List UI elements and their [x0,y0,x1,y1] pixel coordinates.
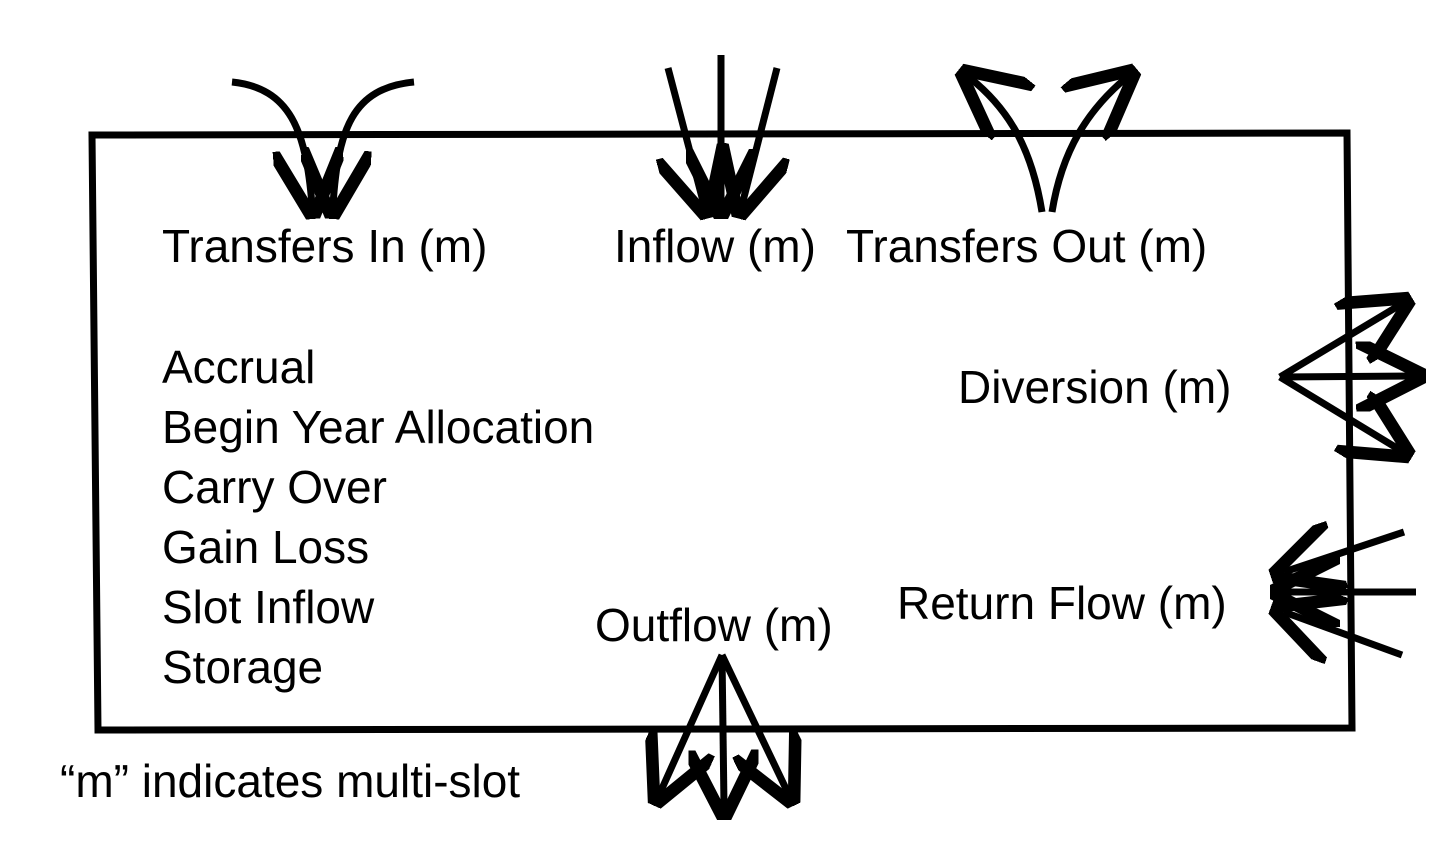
slot-gain-loss: Gain Loss [162,521,370,573]
diversion-arrows [1278,305,1412,450]
outflow-arrow-right [718,653,788,793]
outflow-arrow-center [722,654,724,806]
slot-carry-over: Carry Over [162,461,387,513]
outflow-label: Outflow (m) [595,599,833,651]
outflow-arrows [660,653,788,806]
diversion-label: Diversion (m) [958,361,1232,413]
transfers-in-arrow-left [231,78,312,205]
footnote: “m” indicates multi-slot [60,755,521,807]
transfers-out-arrow-right [1048,78,1126,213]
diversion-arrow-up [1278,305,1400,381]
inflow-arrow-right [742,67,777,205]
return-flow-label: Return Flow (m) [897,577,1227,629]
transfers-out-label: Transfers Out (m) [846,220,1208,272]
transfers-in-arrows [231,78,415,205]
return-flow-arrow-down [1284,612,1404,655]
slot-begin-year-allocation: Begin Year Allocation [162,401,595,453]
diversion-arrow-mid [1279,376,1412,377]
slot-slot-inflow: Slot Inflow [162,581,375,633]
inflow-label: Inflow (m) [614,220,816,272]
account-box [88,129,1356,734]
slot-list: Accrual Begin Year Allocation Carry Over… [162,344,594,704]
return-flow-arrows [1284,532,1416,655]
transfers-in-arrow-right [333,78,415,205]
slot-accrual: Accrual [162,341,316,393]
transfers-out-arrows [970,78,1126,213]
inflow-arrows [668,55,777,205]
outflow-arrow-left [660,653,726,793]
transfers-out-arrow-left [970,78,1046,213]
slot-storage: Storage [162,641,324,693]
diversion-arrow-down [1278,374,1400,450]
transfers-in-label: Transfers In (m) [162,220,488,272]
return-flow-arrow-up [1284,532,1406,572]
